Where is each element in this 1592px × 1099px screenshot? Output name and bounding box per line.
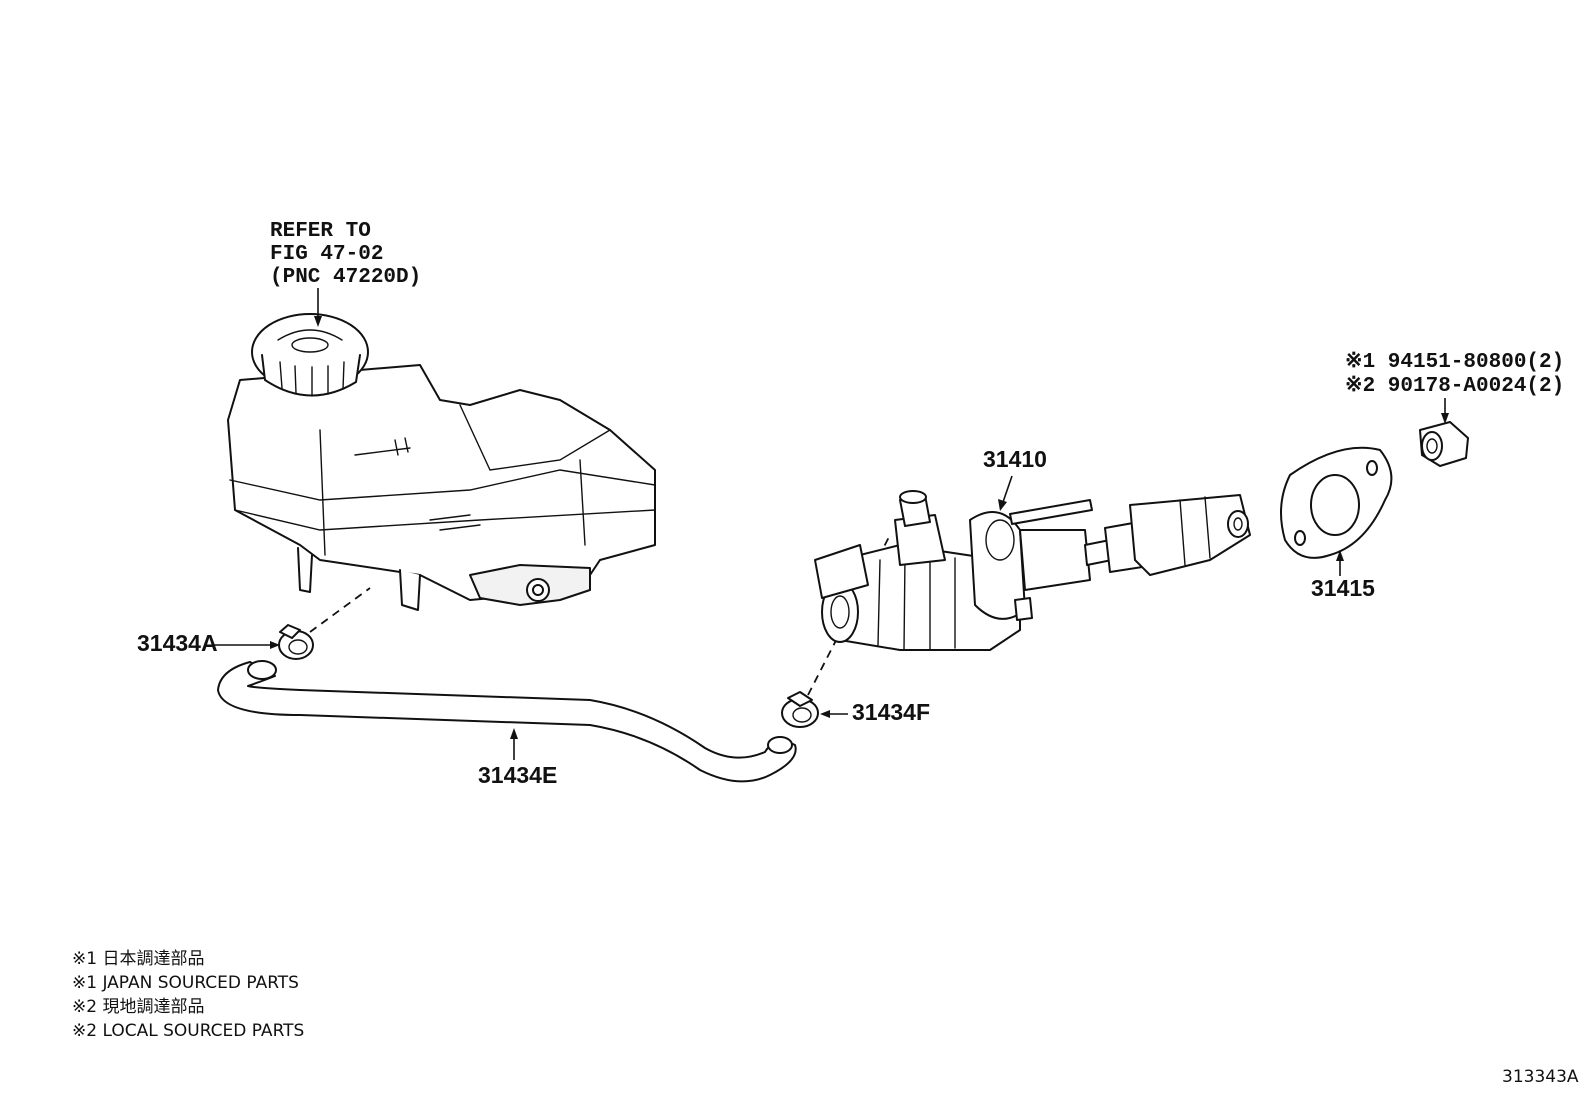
reservoir-reference-note: REFER TO FIG 47-02 (PNC 47220D)	[270, 220, 421, 327]
flange-nut[interactable]	[1419, 421, 1469, 467]
gasket-31415[interactable]	[1280, 446, 1393, 559]
clutch-master-cylinder-31410[interactable]	[814, 490, 1251, 651]
label-31415: 31415	[1311, 575, 1375, 601]
legend-line-4: ※2 LOCAL SOURCED PARTS	[72, 1021, 304, 1041]
label-31434A: 31434A	[137, 630, 218, 656]
reference-line-2: FIG 47-02	[270, 243, 383, 266]
legend-line-1: ※1 日本調達部品	[72, 949, 204, 969]
nut-number-2: ※2 90178-A0024(2)	[1345, 374, 1564, 398]
label-31434E: 31434E	[478, 762, 557, 788]
reference-line-1: REFER TO	[270, 220, 371, 243]
label-31410: 31410	[983, 446, 1047, 472]
nut-part-numbers: ※1 94151-80800(2) ※2 90178-A0024(2)	[1345, 350, 1564, 424]
figure-id: 313343A	[1502, 1067, 1579, 1087]
reservoir-hose-31434E[interactable]	[217, 660, 797, 783]
label-31434F: 31434F	[852, 699, 930, 725]
reference-line-3: (PNC 47220D)	[270, 266, 421, 289]
hose-clamp-31434F[interactable]	[781, 691, 819, 728]
reservoir-tank[interactable]	[227, 313, 656, 611]
nut-number-1: ※1 94151-80800(2)	[1345, 350, 1564, 374]
hose-clamp-31434A[interactable]	[278, 624, 314, 660]
legend: ※1 日本調達部品 ※1 JAPAN SOURCED PARTS ※2 現地調達…	[72, 949, 304, 1041]
legend-line-3: ※2 現地調達部品	[72, 997, 204, 1017]
legend-line-2: ※1 JAPAN SOURCED PARTS	[72, 973, 299, 993]
